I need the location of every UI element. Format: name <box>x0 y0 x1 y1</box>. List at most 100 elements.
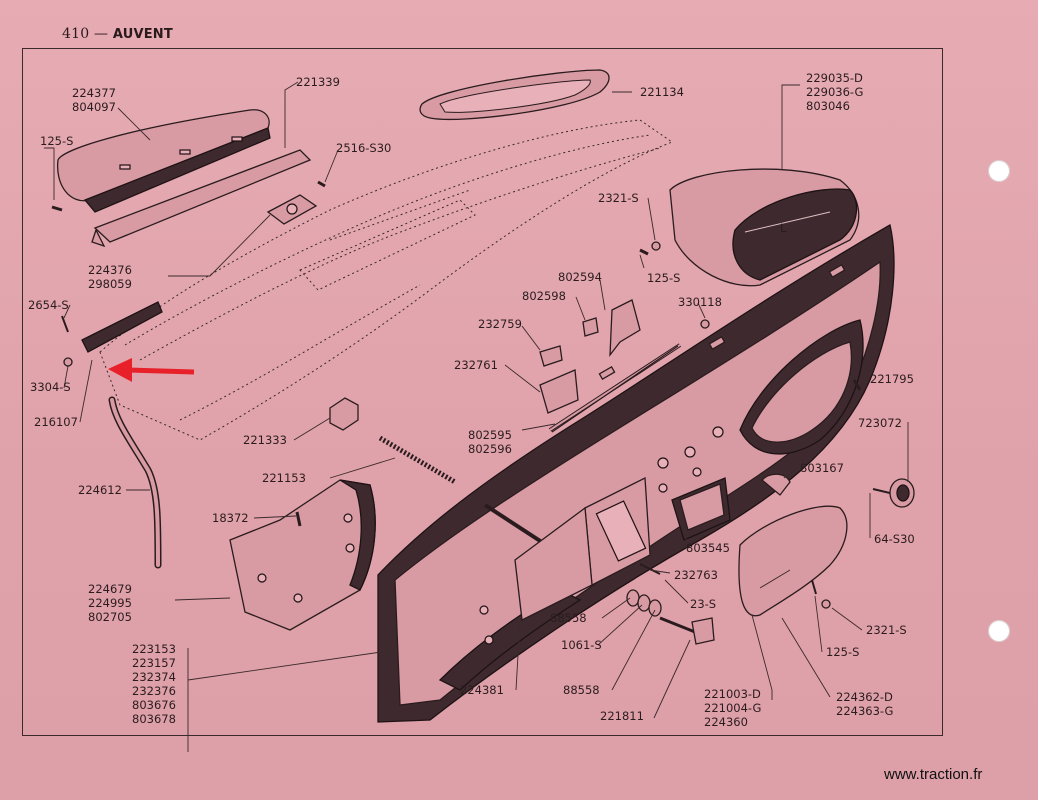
part-label-l5: 125-S <box>40 134 73 148</box>
part-number: 232761 <box>454 358 498 372</box>
part-number: 298059 <box>88 277 132 291</box>
part-label-l25: 18372 <box>212 511 249 525</box>
curved-rod <box>108 396 162 569</box>
wing-screw <box>659 616 715 645</box>
dimension-l: L <box>780 221 787 235</box>
lamp-housing: L <box>669 168 860 287</box>
header-separator: — <box>93 26 109 42</box>
page-header: 410 — AUVENT <box>62 26 173 42</box>
glove-box-lid <box>56 109 271 213</box>
part-number: 23-S <box>690 597 716 611</box>
part-number: 224360 <box>704 715 748 729</box>
part-label-l34: 125-S <box>826 645 859 659</box>
part-number: 803676 <box>132 698 176 712</box>
pocket-door <box>738 505 848 617</box>
part-number: 216107 <box>34 415 78 429</box>
part-label-l32: 2321-S <box>866 623 907 637</box>
part-number: 2516-S30 <box>336 141 391 155</box>
dashboard-panel <box>99 119 674 441</box>
screws <box>51 180 862 609</box>
small-brackets <box>539 299 710 414</box>
part-label-l12: 330118 <box>678 295 722 309</box>
part-label-l19: 723072 <box>858 416 902 430</box>
binder-hole-bottom <box>988 620 1010 642</box>
part-label-l26: 803545 <box>686 541 730 555</box>
part-label-l37: 224381 <box>460 683 504 697</box>
part-number: 224612 <box>78 483 122 497</box>
part-number: 2321-S <box>598 191 639 205</box>
clip-block <box>329 397 359 431</box>
part-number: 2321-S <box>866 623 907 637</box>
part-number: 229036-G <box>806 85 863 99</box>
diagram-frame <box>22 48 943 736</box>
part-label-l18: 216107 <box>34 415 78 429</box>
part-label-l28: 232763 <box>674 568 718 582</box>
part-label-l16: 3304-S <box>30 380 71 394</box>
part-number: 125-S <box>647 271 680 285</box>
part-number: 232763 <box>674 568 718 582</box>
part-label-l7: 2321-S <box>598 191 639 205</box>
part-number: 221134 <box>640 85 684 99</box>
part-number: 224376 <box>88 263 132 277</box>
part-number: 229035-D <box>806 71 863 85</box>
part-label-l10: 802594 <box>558 270 602 284</box>
part-number: 221333 <box>243 433 287 447</box>
part-number: 88558 <box>550 611 587 625</box>
part-label-l24: 224612 <box>78 483 122 497</box>
part-number: 803167 <box>800 461 844 475</box>
part-number: 224377 <box>72 86 116 100</box>
part-number: 221795 <box>870 372 914 386</box>
part-number: 232759 <box>478 317 522 331</box>
part-label-l6: 2516-S30 <box>336 141 391 155</box>
part-number: 223157 <box>132 656 176 670</box>
page-title: AUVENT <box>112 27 173 42</box>
hinge-bar <box>91 149 312 248</box>
long-rod <box>551 345 679 433</box>
part-number: 223153 <box>132 642 176 656</box>
part-label-l15: 232761 <box>454 358 498 372</box>
part-number: 803046 <box>806 99 850 113</box>
trim-strip <box>81 301 163 353</box>
part-label-l2: 221339 <box>296 75 340 89</box>
part-label-l27: 64-S30 <box>874 532 915 546</box>
binder-hole-top <box>988 160 1010 182</box>
part-number: 802596 <box>468 442 512 456</box>
part-number: 802595 <box>468 428 512 442</box>
part-label-l13: 2654-S <box>28 298 69 312</box>
part-number: 330118 <box>678 295 722 309</box>
part-number: 723072 <box>858 416 902 430</box>
part-label-l36: 88558 <box>563 683 600 697</box>
part-number: 803678 <box>132 712 176 726</box>
radio-bracket <box>514 476 651 621</box>
part-number: 221153 <box>262 471 306 485</box>
part-label-l3: 221134 <box>640 85 684 99</box>
part-label-l14: 232759 <box>478 317 522 331</box>
mounting-bracket <box>229 479 376 631</box>
red-arrow <box>108 358 195 382</box>
part-number: 802594 <box>558 270 602 284</box>
page-number: 410 <box>62 26 90 42</box>
hook-clip <box>761 473 791 496</box>
part-label-l17: 221795 <box>870 372 914 386</box>
part-number: 88558 <box>563 683 600 697</box>
part-label-l11: 802598 <box>522 289 566 303</box>
part-number: 224679 <box>88 582 132 596</box>
website-footer: www.traction.fr <box>884 766 983 783</box>
part-number: 232374 <box>132 670 176 684</box>
part-number: 802598 <box>522 289 566 303</box>
part-number: 221003-D <box>704 687 761 701</box>
part-number: 802705 <box>88 610 132 624</box>
part-number: 224363-G <box>836 704 893 718</box>
frame-ring <box>419 69 610 121</box>
part-number: 224995 <box>88 596 132 610</box>
washers <box>626 589 662 617</box>
